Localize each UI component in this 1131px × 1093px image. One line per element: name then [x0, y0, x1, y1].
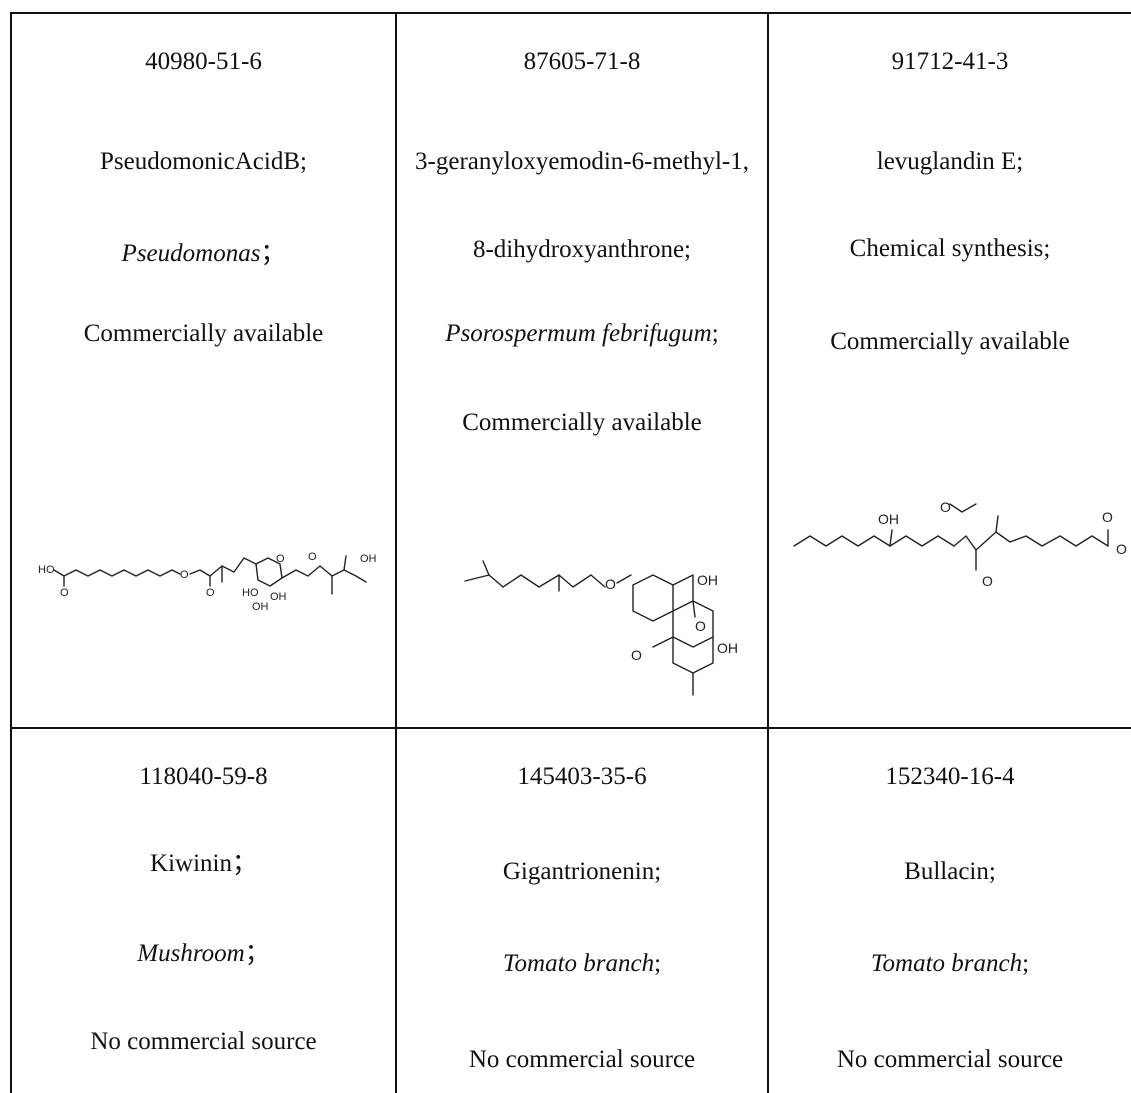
source-punct: ; [1022, 950, 1030, 977]
column-divider-1 [395, 12, 397, 1093]
cas-number: 40980-51-6 [145, 48, 262, 75]
table-cell-geranyloxyemodin: 87605-71-8 3-geranyloxyemodin-6-methyl-1… [397, 14, 767, 727]
table-cell-bullacin: 152340-16-4 Bullacin; Tomato branch; No … [769, 729, 1131, 1093]
availability: Commercially available [830, 328, 1070, 355]
source-punct: ; [654, 950, 662, 977]
label-oh: OH [878, 511, 899, 527]
geranyloxyemodin-structure: O OH O O OH [464, 560, 738, 696]
availability: No commercial source [468, 1046, 696, 1073]
table-cell-levuglandin-e: levuglandin E; 91712-41-3 Chemical synth… [769, 14, 1131, 727]
label-o: O [695, 618, 706, 634]
availability: Commercially available [462, 409, 702, 436]
availability: Commercially available [83, 320, 324, 347]
label-o: O [308, 551, 317, 563]
label-oh: OH [360, 553, 377, 565]
label-oh: OH [270, 591, 287, 603]
table-cell-pseudomonic-acid-b: 40980-51-6 PseudomonicAcidB; Pseudomonas… [12, 14, 395, 727]
compound-name: Kiwinin； [150, 850, 257, 877]
row-divider [10, 727, 1131, 729]
label-o: O [1116, 541, 1127, 557]
source-punct: ； [244, 940, 270, 967]
compound-name: Bullacin; [904, 858, 996, 885]
label-o: O [206, 587, 215, 599]
compound-name: Gigantrionenin; [502, 858, 662, 885]
source-organism: Pseudomonas [121, 240, 261, 267]
label-o: O [60, 587, 69, 599]
label-o: O [631, 647, 642, 663]
label-o: O [940, 499, 951, 515]
source-organism: Psorospermum febrifugum [445, 320, 712, 347]
label-oh: OH [697, 572, 718, 588]
cas-number: 87605-71-8 [523, 48, 641, 75]
source: Tomato branch; [769, 949, 1131, 979]
levuglandin-e-structure: OH O O O O [793, 499, 1127, 589]
label-o: O [982, 573, 993, 589]
source-organism: Mushroom [137, 940, 245, 967]
table-cell-gigantrionenin: 145403-35-6 Gigantrionenin; Tomato branc… [397, 729, 767, 1093]
source-punct: ； [260, 240, 286, 267]
table-top-border [10, 12, 1131, 14]
source: Tomato branch; [397, 949, 767, 979]
source-organism: Tomato branch [870, 950, 1023, 977]
cas-number: 91712-41-3 [891, 48, 1009, 75]
availability: No commercial source [90, 1028, 317, 1055]
source: Mushroom； [12, 939, 395, 969]
compound-name-line-2: 8-dihydroxyanthrone; [472, 236, 691, 263]
source-punct: ; [711, 320, 719, 347]
label-o: O [276, 553, 285, 565]
source: Pseudomonas； [12, 239, 395, 269]
compound-name: PseudomonicAcidB; [100, 148, 307, 175]
table-left-border [10, 12, 12, 1093]
source-organism: Tomato branch [502, 950, 655, 977]
source: Psorospermum febrifugum; [397, 319, 767, 349]
label-oh: OH [717, 640, 738, 656]
cas-number: 152340-16-4 [885, 763, 1015, 790]
label-o: O [605, 576, 616, 592]
pseudomonic-acid-b-structure: HO O O O O HO OH OH O OH [38, 551, 377, 613]
compound-name: levuglandin E; [876, 148, 1024, 175]
label-ho: HO [38, 564, 55, 576]
label-o: O [1102, 509, 1113, 525]
table-cell-kiwinin: 118040-59-8 Kiwinin； Mushroom； No commer… [12, 729, 395, 1093]
column-divider-2 [767, 12, 769, 1093]
cas-number: 145403-35-6 [517, 763, 647, 790]
label-ho: HO [242, 587, 259, 599]
label-oh: OH [252, 601, 269, 613]
availability: No commercial source [836, 1046, 1064, 1073]
source: Chemical synthesis; [849, 235, 1051, 262]
cas-number: 118040-59-8 [139, 763, 268, 790]
label-o: O [180, 569, 189, 581]
compound-name-line-1: 3-geranyloxyemodin-6-methyl-1, [415, 148, 749, 175]
